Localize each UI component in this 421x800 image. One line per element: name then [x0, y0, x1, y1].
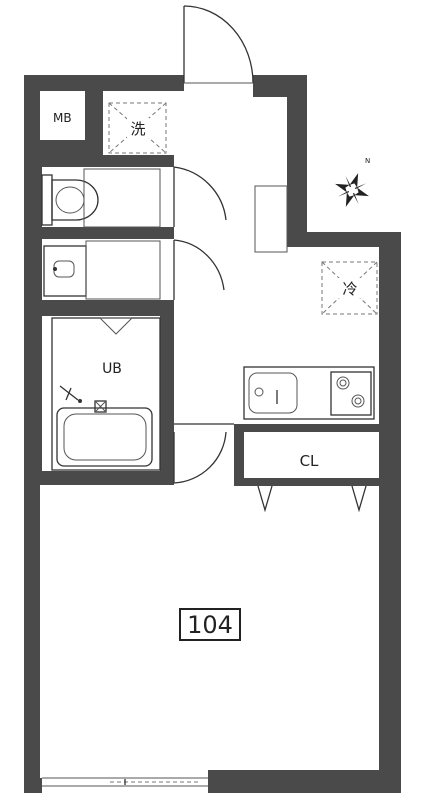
wall-bottom-left — [24, 778, 42, 793]
wall-bottom-right — [208, 770, 401, 793]
meter-box-label: MB — [53, 111, 72, 125]
bathtub-inner — [63, 413, 147, 461]
north-compass-icon: N — [335, 157, 370, 207]
door-swing-arc — [183, 5, 254, 84]
vanity-counter — [43, 245, 87, 297]
wall-closet-bottom — [234, 478, 379, 486]
wall-mb-bottom — [24, 140, 103, 155]
wall-toilet-top — [24, 155, 174, 167]
compass-north-label: N — [365, 157, 370, 165]
unit-bath-label: UB — [102, 361, 122, 377]
wall-notch-top — [287, 232, 401, 247]
unit-bath: UB — [51, 317, 161, 471]
toilet-room — [41, 166, 227, 228]
kitchen-counter — [243, 366, 375, 420]
vanity-faucet-icon — [53, 267, 57, 271]
toilet-door-arc — [173, 166, 227, 221]
fridge-outline — [321, 261, 378, 315]
wall-ub-right-upper — [160, 316, 174, 420]
washer-space: 洗 — [108, 102, 167, 154]
wall-service-inner — [24, 155, 42, 483]
entrance-door[interactable] — [183, 5, 254, 84]
shower-icon — [59, 385, 82, 403]
toilet-room-fixture — [83, 168, 161, 228]
toilet-bowl-outer — [51, 179, 99, 221]
corridor-door-arc — [173, 431, 227, 484]
vanity-door-arc — [173, 239, 225, 291]
toilet-tank — [41, 174, 53, 226]
fridge-label: 冷 — [342, 280, 357, 298]
fridge-space: 冷 — [321, 261, 378, 315]
vanity-area — [43, 239, 225, 300]
wall-mb-right — [85, 75, 103, 155]
washer-outline — [108, 102, 167, 154]
closet: CL — [257, 452, 367, 513]
closet-doors[interactable] — [257, 485, 367, 513]
wall-entry-right — [287, 75, 307, 243]
room-number: 104 — [187, 611, 233, 639]
wall-toilet-bottom — [24, 227, 174, 239]
room-number-box — [179, 608, 241, 641]
vanity-room-fixture — [85, 240, 161, 300]
closet-label: CL — [300, 452, 319, 470]
shoe-cabinet — [254, 185, 288, 253]
sink-drain-icon — [254, 387, 264, 397]
main-room: 104 — [179, 608, 241, 641]
wall-living-corner — [24, 485, 40, 493]
washer-label: 洗 — [130, 120, 145, 138]
outer-walls — [24, 75, 401, 793]
wall-closet-left — [234, 424, 244, 486]
wall-ub-right-lower — [160, 420, 174, 483]
toilet-bowl-inner — [55, 186, 85, 214]
kitchen-sink — [248, 372, 298, 414]
kitchen-counter-outline — [243, 366, 375, 420]
interior-walls — [24, 75, 379, 493]
wall-ub-bottom — [24, 471, 174, 485]
wall-top-left — [24, 75, 184, 91]
stove — [330, 371, 372, 416]
wall-right — [379, 232, 401, 793]
balcony-window[interactable] — [42, 777, 208, 787]
wall-vanity-bottom — [24, 300, 174, 316]
bath-control-icon — [94, 400, 107, 413]
unit-bath-vent — [99, 317, 133, 335]
bathtub-outer — [56, 407, 153, 467]
corridor-door[interactable] — [173, 423, 234, 484]
burner-icon — [336, 376, 365, 408]
wall-closet-top — [234, 424, 379, 432]
